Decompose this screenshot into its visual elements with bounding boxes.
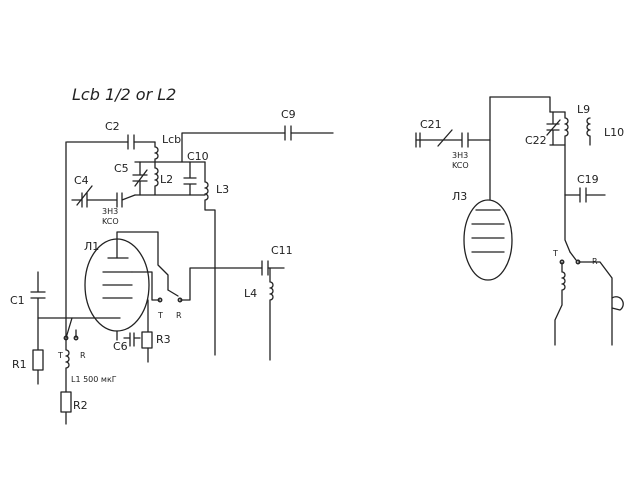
label-c22: C22 (525, 134, 547, 147)
label-c11: C11 (271, 244, 293, 257)
label-r3: R3 (156, 333, 171, 346)
label-c4: C4 (74, 174, 89, 187)
label-c10: C10 (187, 150, 209, 163)
label-c6: C6 (113, 340, 128, 353)
label-r1: R1 (12, 358, 27, 371)
label-r2: R2 (73, 399, 88, 412)
label-switch-r-1: R (80, 351, 86, 360)
label-l2: L2 (160, 173, 173, 186)
label-c5: C5 (114, 162, 129, 175)
label-l4: L4 (244, 287, 257, 300)
label-switch-t-3: T (552, 249, 558, 258)
label-tube-1: Л1 (84, 240, 99, 253)
label-l3: L3 (216, 183, 229, 196)
label-c2: C2 (105, 120, 120, 133)
label-c21-type: KCO (452, 161, 469, 170)
schematic-title: Lcb 1/2 or L2 (72, 85, 176, 104)
right-circuit (415, 96, 624, 346)
label-c4-value: 3H3 (102, 207, 118, 216)
label-tube-3: Л3 (452, 190, 467, 203)
label-c1: C1 (10, 294, 25, 307)
label-c21: C21 (420, 118, 442, 131)
label-switch-t-1: T (57, 351, 63, 360)
label-switch-t-2: T (157, 311, 163, 320)
label-switch-r-3: R (592, 257, 598, 266)
label-c19: C19 (577, 173, 599, 186)
label-lcb: Lcb (162, 133, 181, 146)
left-circuit (30, 125, 334, 425)
label-switch-r-2: R (176, 311, 182, 320)
label-c4-type: KCO (102, 217, 119, 226)
label-c21-value: 3H3 (452, 151, 468, 160)
label-l1: L1 500 мкГ (71, 375, 117, 384)
label-l9: L9 (577, 103, 590, 116)
label-l10: L10 (604, 126, 624, 139)
label-c9: C9 (281, 108, 296, 121)
